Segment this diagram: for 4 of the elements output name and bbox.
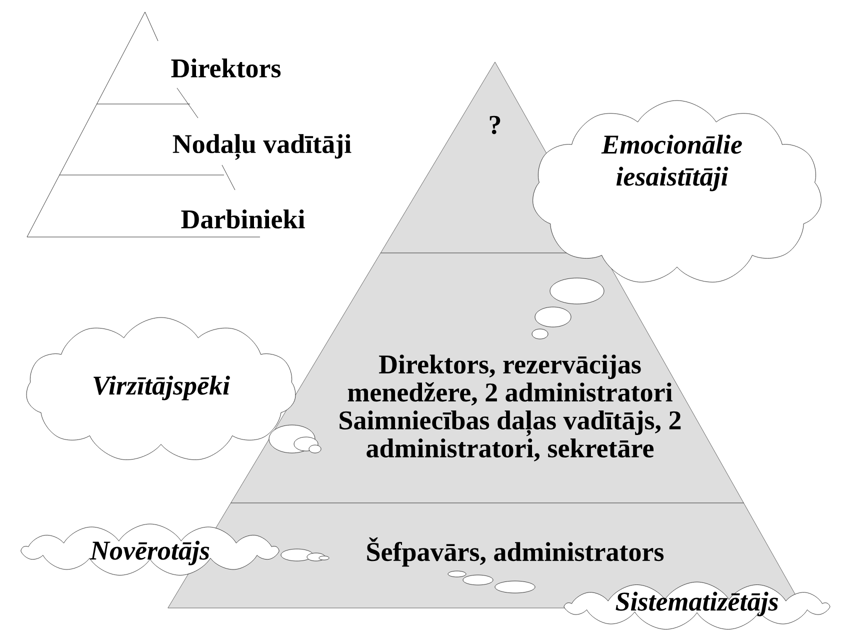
thought-cloud: Emocionālie iesaistītāji [532, 100, 822, 340]
thought-cloud: Sistematizētājs [448, 570, 830, 630]
thought-cloud: Novērotājs [20, 524, 330, 576]
thought-cloud: Virzītājspēki [26, 317, 322, 460]
